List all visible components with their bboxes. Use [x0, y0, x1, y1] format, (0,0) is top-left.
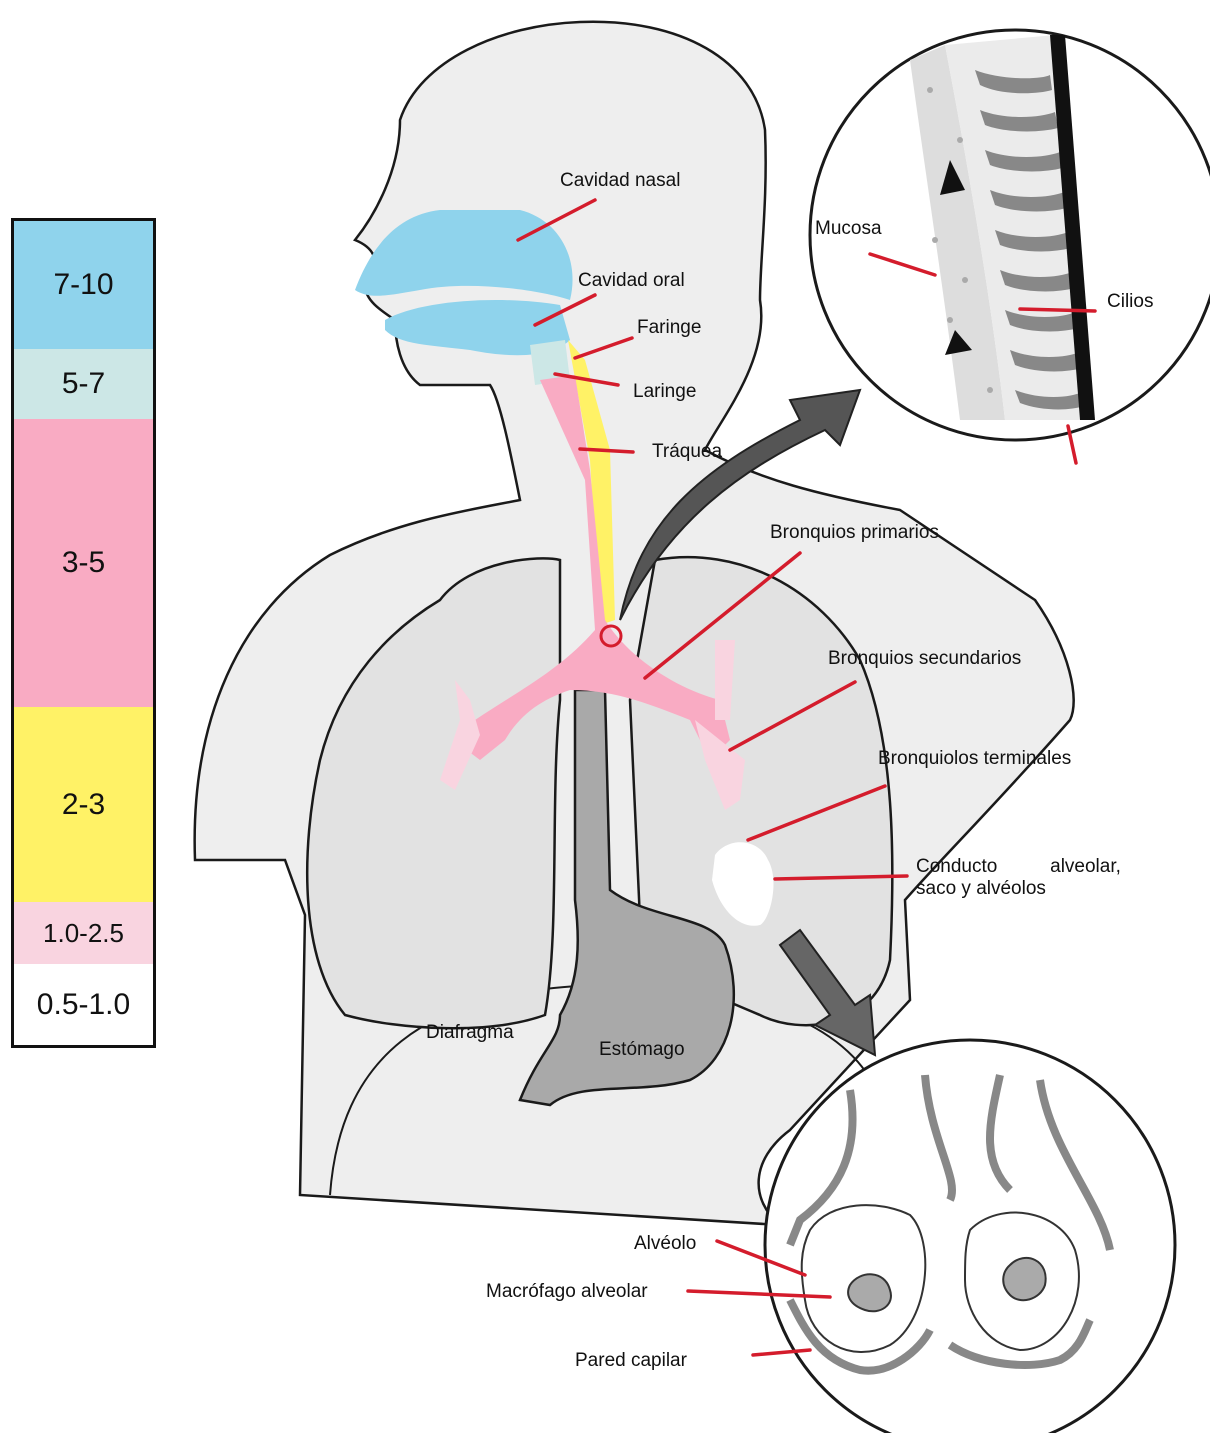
label-alveolo: Alvéolo — [634, 1233, 696, 1254]
label-bronquios-primarios: Bronquios primarios — [770, 522, 939, 543]
label-cavidad-nasal: Cavidad nasal — [560, 170, 680, 191]
alveoli-inset — [765, 1040, 1175, 1433]
label-traquea: Tráquea — [652, 441, 722, 462]
label-diafragma: Diafragma — [426, 1022, 514, 1043]
label-cavidad-oral: Cavidad oral — [578, 270, 685, 291]
label-saco-alveolos: saco y alvéolos — [916, 878, 1046, 899]
label-estomago: Estómago — [599, 1039, 685, 1060]
label-faringe: Faringe — [637, 317, 701, 338]
label-cilios: Cilios — [1107, 291, 1153, 312]
label-laringe: Laringe — [633, 381, 696, 402]
label-mucosa: Mucosa — [815, 218, 882, 239]
label-macrofago-alveolar: Macrófago alveolar — [486, 1281, 648, 1302]
label-bronquios-secundarios: Bronquios secundarios — [828, 648, 1021, 669]
label-conducto-alveolar: Conducto alveolar, — [916, 856, 1121, 877]
label-bronquiolos-terminales: Bronquiolos terminales — [878, 748, 1071, 769]
label-pared-capilar: Pared capilar — [575, 1350, 688, 1371]
